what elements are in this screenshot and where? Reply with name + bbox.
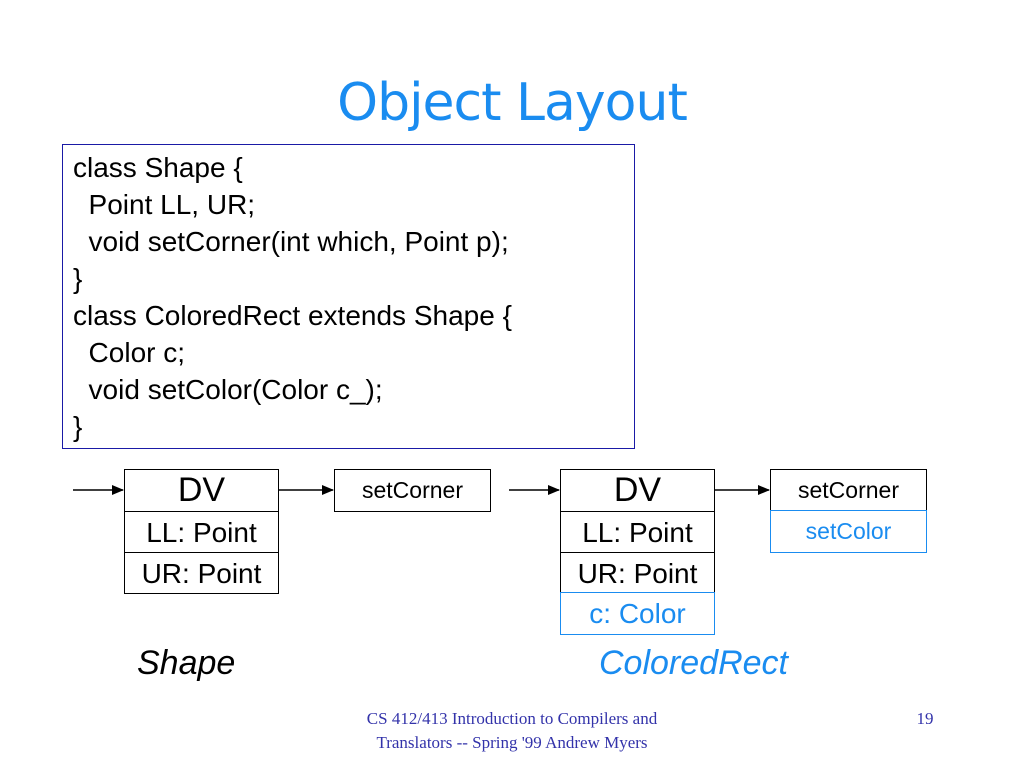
coloredrect-vtable: setCorner xyxy=(770,469,927,511)
footer-text: CS 412/413 Introduction to Compilers and… xyxy=(366,709,658,752)
slide-title: Object Layout xyxy=(337,73,688,133)
setcorner-entry: setCorner xyxy=(798,477,899,503)
code-line: Point LL, UR; xyxy=(73,189,256,220)
coloredrect-vtable-added: setColor xyxy=(770,510,927,553)
setcolor-entry: setColor xyxy=(805,518,892,544)
ll-field: LL: Point xyxy=(125,511,278,552)
ur-field: UR: Point xyxy=(125,552,278,593)
coloredrect-caption: ColoredRect xyxy=(599,644,788,682)
shape-vtable: setCorner xyxy=(334,469,491,512)
code-line: class ColoredRect extends Shape { xyxy=(73,300,512,331)
coloredrect-object-layout: DV LL: Point UR: Point xyxy=(560,469,715,593)
setcorner-entry: setCorner xyxy=(362,477,463,503)
dv-field: DV xyxy=(613,471,662,509)
code-line: class Shape { xyxy=(73,152,243,183)
coloredrect-added-field: c: Color xyxy=(560,592,715,635)
code-line: Color c; xyxy=(73,337,186,368)
dv-field: DV xyxy=(177,471,226,509)
shape-caption: Shape xyxy=(137,644,236,682)
shape-object-layout: DV LL: Point UR: Point xyxy=(124,469,279,594)
page-number: 19 xyxy=(916,709,934,728)
ll-field: LL: Point xyxy=(561,511,714,552)
code-line: void setColor(Color c_); xyxy=(73,374,383,405)
color-field: c: Color xyxy=(589,598,686,629)
ur-field: UR: Point xyxy=(561,552,714,593)
code-line: void setCorner(int which, Point p); xyxy=(73,226,509,257)
code-line: } xyxy=(73,411,83,442)
code-block: class Shape { Point LL, UR; void setCorn… xyxy=(62,144,635,449)
code-line: } xyxy=(73,263,83,294)
